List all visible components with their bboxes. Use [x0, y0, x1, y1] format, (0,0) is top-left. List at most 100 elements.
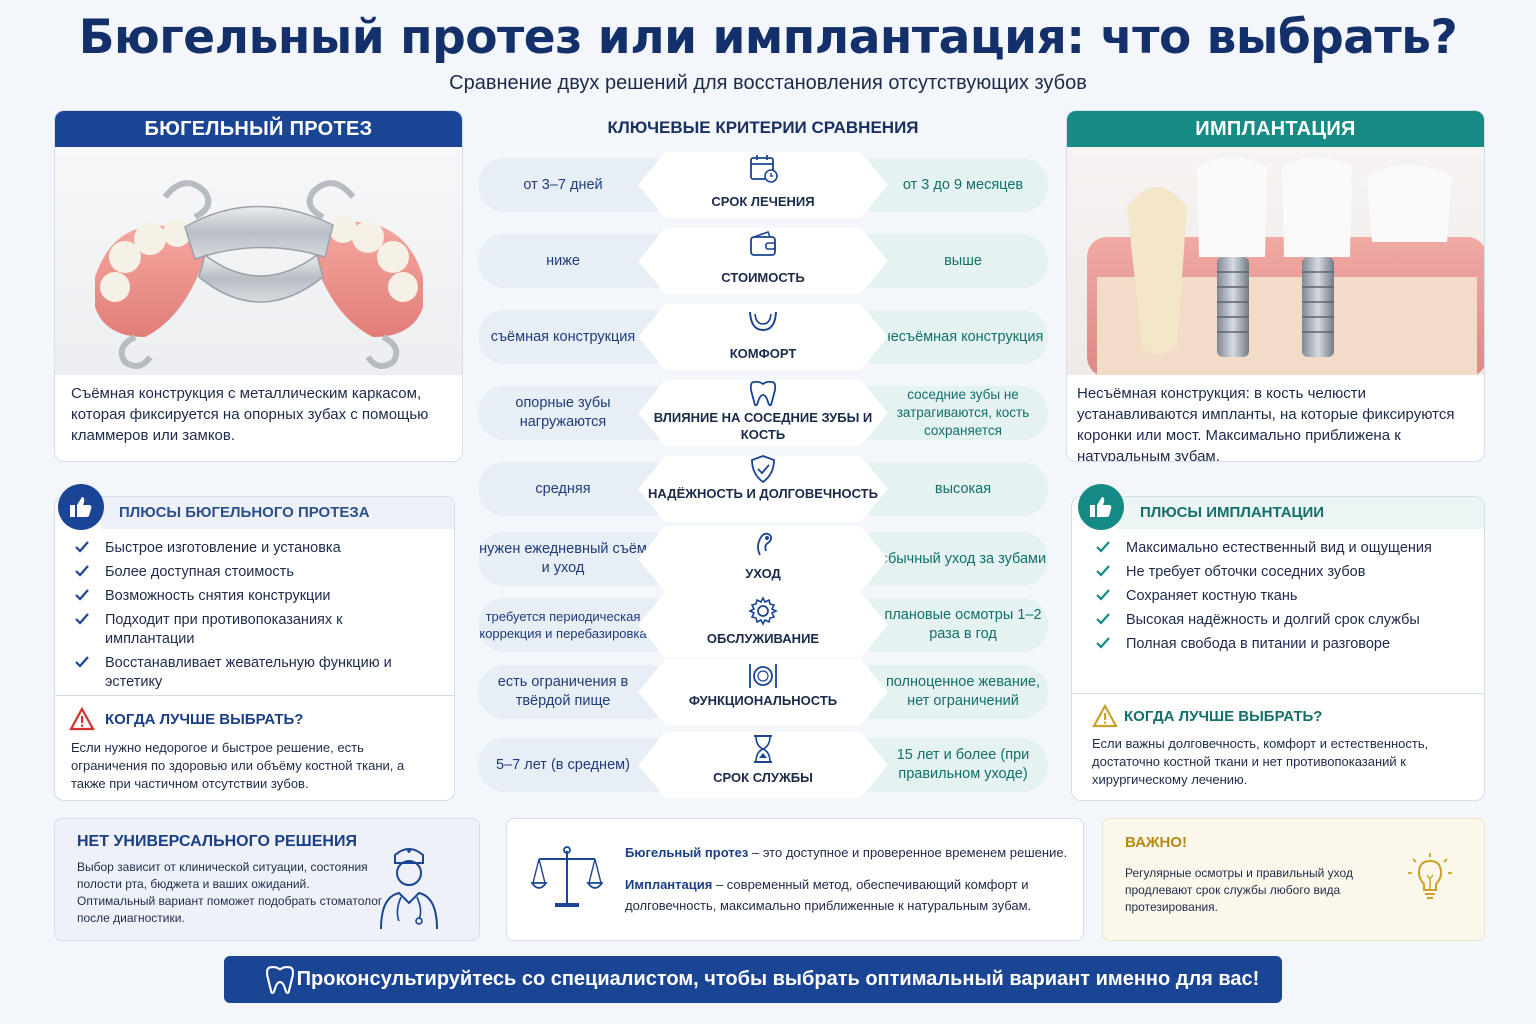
page-title: Бюгельный протез или имплантация: что вы… — [78, 10, 1458, 65]
criteria-name: УХОД — [745, 566, 781, 581]
check-icon — [75, 565, 89, 577]
implant-pros-list: Максимально естественный вид и ощущения … — [1094, 539, 1474, 659]
criteria-name: КОМФОРТ — [729, 346, 797, 361]
tooth-icon — [749, 380, 777, 407]
summary-line-2: Имплантация – современный метод, обеспеч… — [625, 877, 1032, 913]
list-item: Максимально естественный вид и ощущения — [1094, 539, 1474, 558]
important-title: ВАЖНО! — [1125, 834, 1187, 851]
criteria-name: СРОК СЛУЖБЫ — [713, 770, 813, 785]
warning-icon — [1092, 704, 1118, 728]
lightbulb-icon — [1408, 853, 1452, 899]
plate-cutlery-icon — [749, 664, 777, 688]
check-icon — [75, 613, 89, 625]
wallet-icon — [750, 230, 776, 256]
doctor-icon — [380, 848, 438, 930]
implant-description: Несъёмная конструкция: в кость челюсти у… — [1077, 385, 1455, 462]
criteria-left-value: нужен ежедневный съём и уход — [478, 532, 658, 586]
criteria-name: СТОИМОСТЬ — [721, 270, 805, 285]
criteria-name: НАДЁЖНОСТЬ И ДОЛГОВЕЧНОСТЬ — [648, 486, 878, 501]
scales-icon — [531, 846, 603, 907]
criteria-row: от 3–7 дней от 3 до 9 месяцев СРОК ЛЕЧЕН… — [478, 152, 1048, 218]
criteria-right-value: плановые осмотры 1–2 раза в год — [868, 598, 1048, 652]
criteria-left-value: 5–7 лет (в среднем) — [478, 738, 658, 792]
criteria-left-value: требуется периодическая коррекция и пере… — [478, 598, 658, 652]
criteria-row: ниже выше СТОИМОСТЬ — [478, 228, 1048, 294]
calendar-icon — [750, 155, 778, 183]
criteria-row: нужен ежедневный съём и уход обычный ухо… — [478, 526, 1048, 592]
check-icon — [75, 541, 89, 553]
criteria-name: ФУНКЦИОНАЛЬНОСТЬ — [688, 693, 838, 708]
no-universal-text: Выбор зависит от клинической ситуации, с… — [77, 860, 383, 925]
check-icon — [1096, 541, 1110, 553]
gear-icon — [748, 596, 778, 626]
thumbs-up-icon — [1078, 484, 1124, 530]
criteria-left-value: есть ограничения в твёрдой пище — [478, 665, 658, 719]
list-item: Подходит при противопоказаниях к имплант… — [73, 611, 363, 649]
no-universal-card: НЕТ УНИВЕРСАЛЬНОГО РЕШЕНИЯ Выбор зависит… — [54, 818, 480, 941]
mouthguard-icon — [749, 311, 777, 332]
criteria-row: опорные зубы нагружаются соседние зубы н… — [478, 380, 1048, 446]
page-subtitle: Сравнение двух решений для восстановлени… — [449, 72, 1087, 94]
banner-text: Проконсультируйтесь со специалистом, что… — [296, 968, 1260, 990]
criteria-row: есть ограничения в твёрдой пище полноцен… — [478, 659, 1048, 725]
check-icon — [75, 589, 89, 601]
tooth-icon — [266, 965, 294, 994]
bugel-prosthesis-image — [55, 147, 462, 375]
criteria-row: средняя высокая НАДЁЖНОСТЬ И ДОЛГОВЕЧНОС… — [478, 455, 1048, 522]
criteria-name: ОБСЛУЖИВАНИЕ — [706, 631, 820, 646]
criteria-title: КЛЮЧЕВЫЕ КРИТЕРИИ СРАВНЕНИЯ — [607, 118, 919, 137]
important-text: Регулярные осмотры и правильный уход про… — [1125, 866, 1353, 914]
implant-when-text: Если важны долговечность, комфорт и есте… — [1092, 736, 1429, 787]
list-item: Не требует обточки соседних зубов — [1094, 563, 1474, 582]
bugel-pros-title: ПЛЮСЫ БЮГЕЛЬНОГО ПРОТЕЗА — [119, 504, 370, 521]
implant-panel-title: ИМПЛАНТАЦИЯ — [1067, 111, 1484, 147]
summary-card: Бюгельный протез – это доступное и прове… — [506, 818, 1084, 941]
bugel-pros-card: ПЛЮСЫ БЮГЕЛЬНОГО ПРОТЕЗА Быстрое изготов… — [54, 496, 455, 801]
criteria-row: требуется периодическая коррекция и пере… — [478, 592, 1048, 658]
summary-line-1: Бюгельный протез – это доступное и прове… — [625, 845, 1068, 860]
implant-pros-card: ПЛЮСЫ ИМПЛАНТАЦИИ Максимально естественн… — [1071, 496, 1485, 801]
criteria-right-value: обычный уход за зубами — [868, 532, 1048, 586]
criteria-right-value: полноценное жевание, нет ограничений — [868, 665, 1048, 719]
criteria-left-value: от 3–7 дней — [478, 158, 658, 212]
implant-when-title: КОГДА ЛУЧШЕ ВЫБРАТЬ? — [1124, 708, 1323, 725]
thumbs-up-icon — [58, 484, 104, 530]
list-item: Сохраняет костную ткань — [1094, 587, 1474, 606]
bugel-pros-list: Быстрое изготовление и установка Более д… — [73, 539, 443, 697]
hourglass-icon — [754, 735, 772, 763]
criteria-left-value: съёмная конструкция — [478, 310, 658, 364]
criteria-right-value: 15 лет и более (при правильном уходе) — [868, 738, 1048, 792]
important-card: ВАЖНО! Регулярные осмотры и правильный у… — [1102, 818, 1485, 941]
check-icon — [1096, 637, 1110, 649]
implant-pros-title: ПЛЮСЫ ИМПЛАНТАЦИИ — [1140, 504, 1325, 521]
warning-icon — [69, 707, 95, 731]
list-item: Восстанавливает жевательную функцию и эс… — [73, 654, 393, 692]
list-item: Высокая надёжность и долгий срок службы — [1094, 611, 1474, 630]
criteria-left-value: средняя — [478, 462, 658, 516]
criteria-right-value: выше — [868, 234, 1048, 288]
criteria-left-value: опорные зубы нагружаются — [478, 386, 658, 440]
criteria-row: съёмная конструкция несъёмная конструкци… — [478, 304, 1048, 370]
no-universal-title: НЕТ УНИВЕРСАЛЬНОГО РЕШЕНИЯ — [77, 833, 357, 850]
criteria-right-value: высокая — [868, 462, 1048, 516]
criteria-name: ВЛИЯНИЕ НА СОСЕДНИЕ ЗУБЫ И КОСТЬ — [653, 410, 873, 442]
criteria-row: 5–7 лет (в среднем) 15 лет и более (при … — [478, 732, 1048, 798]
implant-panel: ИМПЛАНТАЦИЯ Несъёмная конструкция: в кос… — [1066, 110, 1485, 462]
criteria-right-value: несъёмная конструкция — [868, 310, 1048, 364]
check-icon — [75, 656, 89, 668]
care-icon — [757, 532, 773, 556]
check-icon — [1096, 589, 1110, 601]
bugel-description: Съёмная конструкция с металлическим карк… — [71, 385, 429, 444]
implant-image — [1067, 147, 1484, 377]
bugel-panel: БЮГЕЛЬНЫЙ ПРОТЕЗ Съёмная конструкция с м… — [54, 110, 463, 462]
list-item: Полная свобода в питании и разговоре — [1094, 635, 1474, 654]
criteria-right-value: от 3 до 9 месяцев — [868, 158, 1048, 212]
check-icon — [1096, 565, 1110, 577]
consult-banner[interactable]: Проконсультируйтесь со специалистом, что… — [224, 956, 1282, 1003]
criteria-left-value: ниже — [478, 234, 658, 288]
criteria-name: СРОК ЛЕЧЕНИЯ — [711, 194, 815, 209]
shield-check-icon — [751, 455, 775, 484]
check-icon — [1096, 613, 1110, 625]
bugel-panel-title: БЮГЕЛЬНЫЙ ПРОТЕЗ — [55, 111, 462, 147]
list-item: Возможность снятия конструкции — [73, 587, 443, 606]
